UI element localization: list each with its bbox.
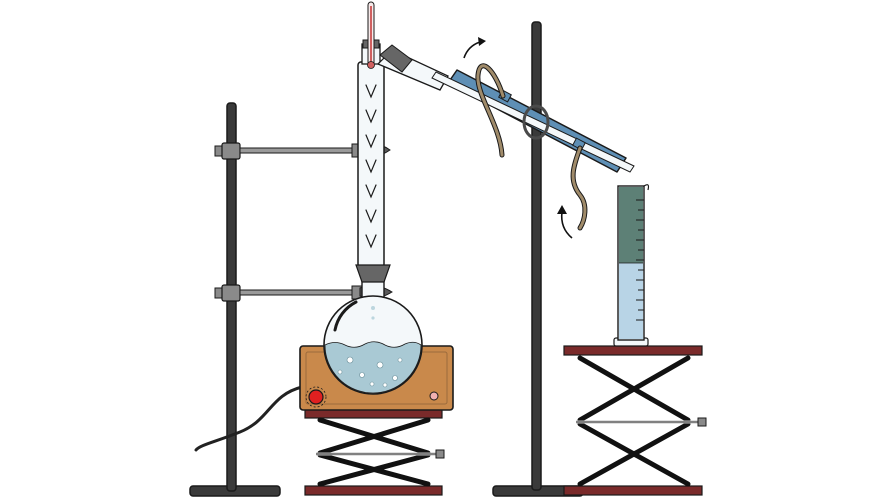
side-arm-adapter (376, 44, 449, 91)
thermometer (367, 1, 375, 69)
right-lab-jack (563, 345, 707, 496)
temperature-knob-icon[interactable] (308, 389, 324, 405)
curved-arrow-icon (557, 205, 573, 239)
water-tubing (475, 63, 588, 231)
fractionating-column (355, 39, 391, 283)
round-bottom-flask (323, 274, 423, 395)
graduated-cylinder (613, 184, 650, 347)
right-stand-rod (531, 21, 542, 491)
indicator-light-icon (429, 391, 439, 401)
collected-distillate (619, 263, 643, 339)
left-lab-jack (304, 408, 445, 496)
flask-liquid (324, 341, 422, 394)
power-cable (194, 385, 304, 452)
curved-arrow-icon (463, 37, 486, 59)
